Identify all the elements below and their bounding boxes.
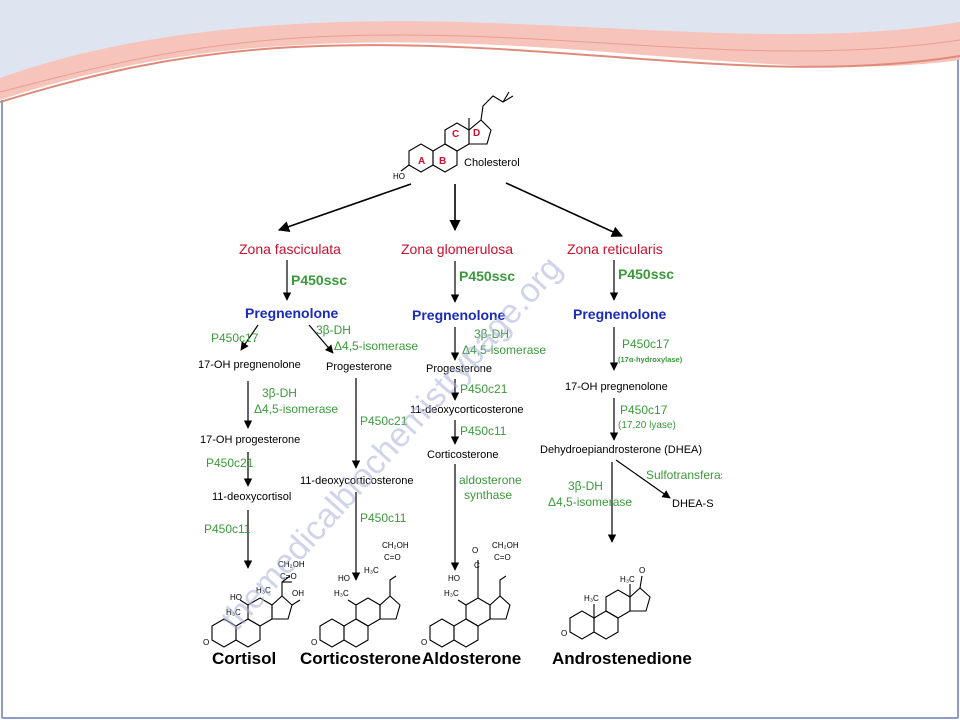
aldosterone-o-aldehyde: O xyxy=(472,546,478,555)
header-swoosh-line-2 xyxy=(0,34,960,93)
glomerulosa-scc-label: P450ssc xyxy=(459,268,515,284)
cholesterol-label: Cholesterol xyxy=(464,157,520,169)
reticularis-metabolite-1: 17-OH pregnenolone xyxy=(565,381,668,393)
reticularis-side-enzyme: Sulfotransferase xyxy=(646,468,722,482)
header-swoosh-blue xyxy=(0,0,960,78)
fasciculata-scc-label: P450ssc xyxy=(291,272,347,288)
fasciculata-left-metabolite-1: 17-OH pregnenolone xyxy=(198,359,301,371)
corticosterone-h3c-18: H₃C xyxy=(364,566,379,575)
androstenedione-structure xyxy=(569,575,651,640)
aldosterone-hc: C xyxy=(474,561,480,570)
cortisol-o: O xyxy=(203,638,209,647)
corticosterone-label: Corticosterone xyxy=(300,649,421,668)
fasciculata-pregnenolone: Pregnenolone xyxy=(245,305,339,321)
reticularis-enzyme-1-note: (17α-hydroxylase) xyxy=(618,355,683,364)
diagram-panel: A B C D HO Cholesterol Zona fasciculata … xyxy=(196,88,722,670)
ho-label-top: HO xyxy=(393,172,405,181)
ring-label-a: A xyxy=(418,156,425,167)
androstenedione-h3c-18: H₃C xyxy=(620,575,635,584)
reticularis-scc-label: P450ssc xyxy=(618,266,674,282)
cortisol-ho-11: HO xyxy=(230,593,242,602)
cortisol-ch2oh: CH₂OH xyxy=(278,560,305,569)
fasciculata-left-enzyme-4: P450c11 xyxy=(204,522,251,536)
fasciculata-right-enzyme-1b: Δ4,5-isomerase xyxy=(334,339,418,353)
reticularis-side-product: DHEA-S xyxy=(672,498,714,510)
androstenedione-o-3: O xyxy=(561,629,567,638)
reticularis-enzyme-2-note: (17,20 lyase) xyxy=(618,420,676,431)
cortisol-co: C=O xyxy=(280,572,297,581)
header-swoosh-line xyxy=(0,44,960,103)
corticosterone-structure xyxy=(319,575,401,648)
glomerulosa-enzyme-1a: 3β-DH xyxy=(474,327,509,341)
glomerulosa-metabolite-1: Progesterone xyxy=(426,363,492,375)
cortisol-h3c-18: H₃C xyxy=(256,586,271,595)
glomerulosa-metabolite-2: 11-deoxycorticosterone xyxy=(410,404,524,416)
fasciculata-right-enzyme-1a: 3β-DH xyxy=(316,323,351,337)
reticularis-pregnenolone: Pregnenolone xyxy=(573,306,667,322)
ring-label-c: C xyxy=(452,129,459,140)
cholesterol-structure xyxy=(400,91,514,173)
ring-label-b: B xyxy=(439,156,446,167)
fasciculata-right-enzyme-3: P450c11 xyxy=(360,511,407,525)
fasciculata-left-metabolite-3: 11-deoxycortisol xyxy=(212,491,291,503)
androstenedione-h3c-19: H₃C xyxy=(584,594,599,603)
glomerulosa-enzyme-4b: synthase xyxy=(464,488,512,502)
aldosterone-o: O xyxy=(421,638,427,647)
fasciculata-right-enzyme-2: P450c21 xyxy=(360,414,408,428)
fasciculata-right-metabolite-2: 11-deoxycorticosterone xyxy=(300,475,414,487)
glomerulosa-pregnenolone: Pregnenolone xyxy=(412,307,506,323)
ring-label-d: D xyxy=(473,128,480,139)
aldosterone-co: C=O xyxy=(494,553,511,562)
cortisol-h3c-19: H₃C xyxy=(226,608,241,617)
glomerulosa-enzyme-1b: Δ4,5-isomerase xyxy=(462,343,546,357)
cortisol-label: Cortisol xyxy=(212,649,276,668)
glomerulosa-enzyme-2: P450c21 xyxy=(460,382,508,396)
fasciculata-left-enzyme-1: P450c17 xyxy=(211,331,259,345)
corticosterone-h3c-19: H₃C xyxy=(334,589,349,598)
corticosterone-ch2oh: CH₂OH xyxy=(382,541,409,550)
aldosterone-ho: HO xyxy=(448,574,460,583)
fasciculata-left-enzyme-2a: 3β-DH xyxy=(262,386,297,400)
reticularis-enzyme-3b: Δ4,5-isomerase xyxy=(548,495,632,509)
zone-fasciculata-label: Zona fasciculata xyxy=(239,241,341,257)
steroid-pathway-diagram: A B C D HO Cholesterol Zona fasciculata … xyxy=(198,91,722,668)
aldosterone-h3c: H₃C xyxy=(444,589,459,598)
fasciculata-left-enzyme-3: P450c21 xyxy=(206,456,254,470)
fasciculata-left-enzyme-2b: Δ4,5-isomerase xyxy=(254,402,338,416)
glomerulosa-enzyme-4a: aldosterone xyxy=(459,473,522,487)
zone-glomerulosa-label: Zona glomerulosa xyxy=(401,241,513,257)
cortisol-oh-17: OH xyxy=(292,589,304,598)
androstenedione-o-17: O xyxy=(639,566,645,575)
fasciculata-left-metabolite-2: 17-OH progesterone xyxy=(200,434,300,446)
glomerulosa-metabolite-3: Corticosterone xyxy=(427,449,499,461)
glomerulosa-enzyme-3: P450c11 xyxy=(460,424,507,438)
corticosterone-o: O xyxy=(311,638,317,647)
reticularis-enzyme-1: P450c17 xyxy=(622,337,670,351)
reticularis-metabolite-2: Dehydroepiandrosterone (DHEA) xyxy=(540,444,702,456)
androstenedione-label: Androstenedione xyxy=(552,649,692,668)
reticularis-enzyme-3a: 3β-DH xyxy=(568,479,603,493)
corticosterone-co: C=O xyxy=(384,553,401,562)
aldosterone-structure xyxy=(429,560,511,648)
aldosterone-label: Aldosterone xyxy=(422,649,521,668)
zone-reticularis-label: Zona reticularis xyxy=(567,241,663,257)
cortisol-structure xyxy=(211,575,301,648)
fasciculata-right-metabolite-1: Progesterone xyxy=(326,361,392,373)
aldosterone-ch2oh: CH₂OH xyxy=(492,541,519,550)
corticosterone-ho: HO xyxy=(338,574,350,583)
reticularis-enzyme-2: P450c17 xyxy=(620,403,668,417)
